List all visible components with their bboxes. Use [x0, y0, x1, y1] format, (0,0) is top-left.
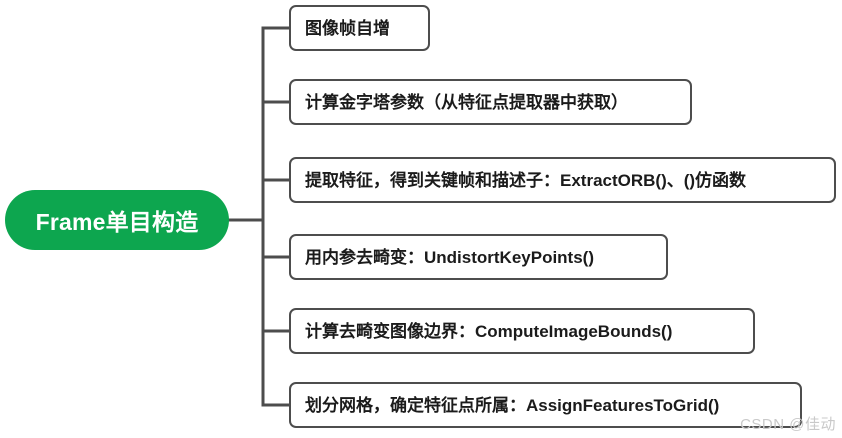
branch-node-5-label: 计算去畸变图像边界：ComputeImageBounds(): [305, 321, 673, 341]
branch-node-4[interactable]: 用内参去畸变：UndistortKeyPoints(): [289, 234, 668, 280]
branch-node-2[interactable]: 计算金字塔参数（从特征点提取器中获取）: [289, 79, 692, 125]
branch-node-3-label: 提取特征，得到关键帧和描述子：ExtractORB()、()仿函数: [305, 170, 747, 190]
root-node-frame-monocular-construction[interactable]: Frame单目构造: [5, 190, 229, 250]
branch-node-3[interactable]: 提取特征，得到关键帧和描述子：ExtractORB()、()仿函数: [289, 157, 836, 203]
branch-node-5[interactable]: 计算去畸变图像边界：ComputeImageBounds(): [289, 308, 755, 354]
branch-node-2-label: 计算金字塔参数（从特征点提取器中获取）: [305, 92, 628, 112]
branch-node-6-label: 划分网格，确定特征点所属：AssignFeaturesToGrid(): [305, 395, 720, 415]
branch-node-6[interactable]: 划分网格，确定特征点所属：AssignFeaturesToGrid(): [289, 382, 802, 428]
branch-node-1-label: 图像帧自增: [305, 18, 390, 38]
csdn-watermark: CSDN @佳动: [740, 416, 836, 433]
branch-node-4-label: 用内参去畸变：UndistortKeyPoints(): [305, 247, 594, 267]
branch-node-1[interactable]: 图像帧自增: [289, 5, 430, 51]
root-node-label: Frame单目构造: [35, 209, 199, 235]
